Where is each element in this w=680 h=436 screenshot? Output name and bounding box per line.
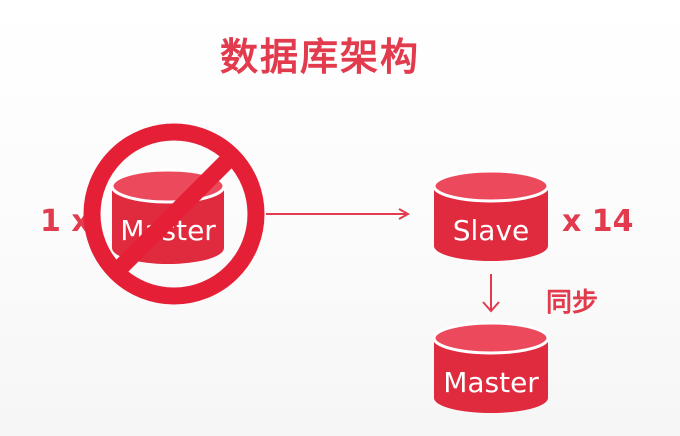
new-master-label: Master [443, 366, 539, 399]
slave-count-label: x 14 [562, 204, 634, 239]
slave-database-icon: Slave [432, 169, 550, 261]
master-count-label: 1 x [40, 204, 91, 239]
sync-label: 同步 [546, 288, 599, 318]
slave-label: Slave [453, 214, 530, 247]
prohibited-icon [83, 123, 265, 305]
sync-arrow-icon [482, 274, 500, 313]
page-title: 数据库架构 [219, 35, 420, 79]
new-master-database-icon: Master [432, 321, 550, 413]
